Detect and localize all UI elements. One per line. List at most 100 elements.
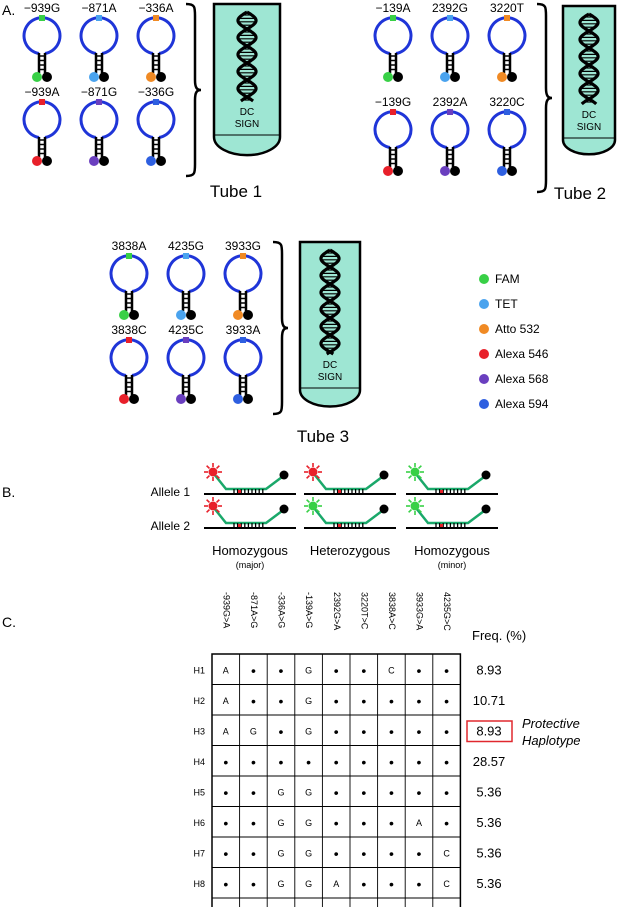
molecular-beacon-probe: −939G (22, 1, 62, 82)
tube-label: Tube 3 (297, 427, 349, 446)
probe-marker (240, 337, 246, 343)
table-cell: • (417, 754, 422, 770)
snp-marker (440, 490, 443, 493)
probe-loop (109, 254, 149, 293)
highlight-box (466, 720, 513, 743)
table-cell: • (389, 784, 394, 800)
molecular-beacon-probe: −139A (373, 1, 413, 82)
probe-loop (22, 100, 62, 139)
table-cell: G (305, 787, 312, 797)
emission-ray (408, 499, 413, 504)
table-cell: • (251, 662, 256, 678)
emission-ray (417, 474, 422, 479)
molecular-beacon-probe: 4235G (166, 239, 206, 320)
probe-marker (390, 109, 396, 115)
legend-swatch (479, 299, 489, 309)
probe-label: −139A (375, 1, 410, 15)
frequency-value: 5.36 (476, 876, 501, 891)
probe-label: −871G (81, 85, 117, 99)
quencher-dot (507, 166, 517, 176)
legend-swatch (479, 374, 489, 384)
haplotype-label: H1 (193, 665, 205, 675)
fluorophore-dot (146, 156, 156, 166)
probe-label: 3933A (226, 323, 261, 337)
fluorophore-dot (208, 467, 218, 477)
column-header: 4235G>C (442, 592, 452, 631)
genotype-1: Homozygous(major) (204, 463, 296, 570)
tube-text-line-2: SIGN (577, 122, 601, 133)
probe-loop (223, 338, 263, 377)
table-cell: • (389, 754, 394, 770)
table-cell: • (251, 815, 256, 831)
probe-label: 4235C (168, 323, 204, 337)
hybridized-probe (204, 497, 296, 529)
emission-ray (315, 499, 320, 504)
helix-strand (578, 12, 600, 106)
table-cell: • (361, 876, 366, 892)
column-header: -871A>G (249, 592, 259, 628)
table-cell: • (361, 754, 366, 770)
hybridized-probe (304, 463, 396, 495)
quencher-dot (393, 72, 403, 82)
probe-label: 3220C (489, 95, 525, 109)
tube-label: Tube 2 (554, 184, 606, 203)
fluorophore-dot (89, 72, 99, 82)
table-cell: • (389, 723, 394, 739)
fluorophore-dot (146, 72, 156, 82)
tube-text-line-2: SIGN (235, 119, 259, 130)
table-cell: • (251, 784, 256, 800)
probe-marker (153, 99, 159, 105)
haplotype-label: H4 (193, 757, 205, 767)
probe-label: −871A (81, 1, 116, 15)
probe-marker (39, 15, 45, 21)
table-cell: C (443, 848, 450, 858)
table-cell: G (305, 665, 312, 675)
snp-marker (238, 490, 241, 493)
emission-ray (206, 499, 211, 504)
fluorophore-dot (308, 501, 318, 511)
quencher-dot (507, 72, 517, 82)
quencher-dot (450, 166, 460, 176)
probe-marker (39, 99, 45, 105)
emission-ray (417, 465, 422, 470)
haplotype-label: H2 (193, 696, 205, 706)
probe-loop (166, 254, 206, 293)
probe-label: −336A (138, 1, 173, 15)
table-cell: • (334, 845, 339, 861)
fluorophore-dot (176, 310, 186, 320)
table-cell: G (305, 818, 312, 828)
frequency-value: 28.57 (473, 754, 506, 769)
probe-marker (390, 15, 396, 21)
probe-loop (22, 16, 62, 55)
emission-ray (408, 465, 413, 470)
haplotype-label: H5 (193, 787, 205, 797)
emission-ray (306, 499, 311, 504)
fluorophore-dot (32, 72, 42, 82)
table-cell: • (444, 815, 449, 831)
emission-ray (417, 499, 422, 504)
table-cell: • (223, 876, 228, 892)
molecular-beacon-probe: 3220T (487, 1, 527, 82)
quencher-dot (42, 156, 52, 166)
molecular-beacon-probe: 3838C (109, 323, 149, 404)
table-cell: • (223, 845, 228, 861)
probe-label: −939A (24, 85, 59, 99)
probe-strand (313, 507, 383, 525)
fluorophore-dot (410, 501, 420, 511)
genotype-label: Heterozygous (310, 543, 391, 558)
legend-swatch (479, 324, 489, 334)
table-cell: G (277, 787, 284, 797)
probe-loop (487, 16, 527, 55)
probe-loop (430, 16, 470, 55)
tube-text-line-1: DC (323, 360, 337, 371)
molecular-beacon-probe: −939A (22, 85, 62, 166)
fluorophore-dot (383, 72, 393, 82)
legend-label: Alexa 594 (495, 397, 549, 411)
emission-ray (408, 474, 413, 479)
probe-strand (415, 473, 485, 491)
legend-item: Alexa 594 (479, 397, 549, 411)
tube-text-line-1: DC (240, 107, 254, 118)
